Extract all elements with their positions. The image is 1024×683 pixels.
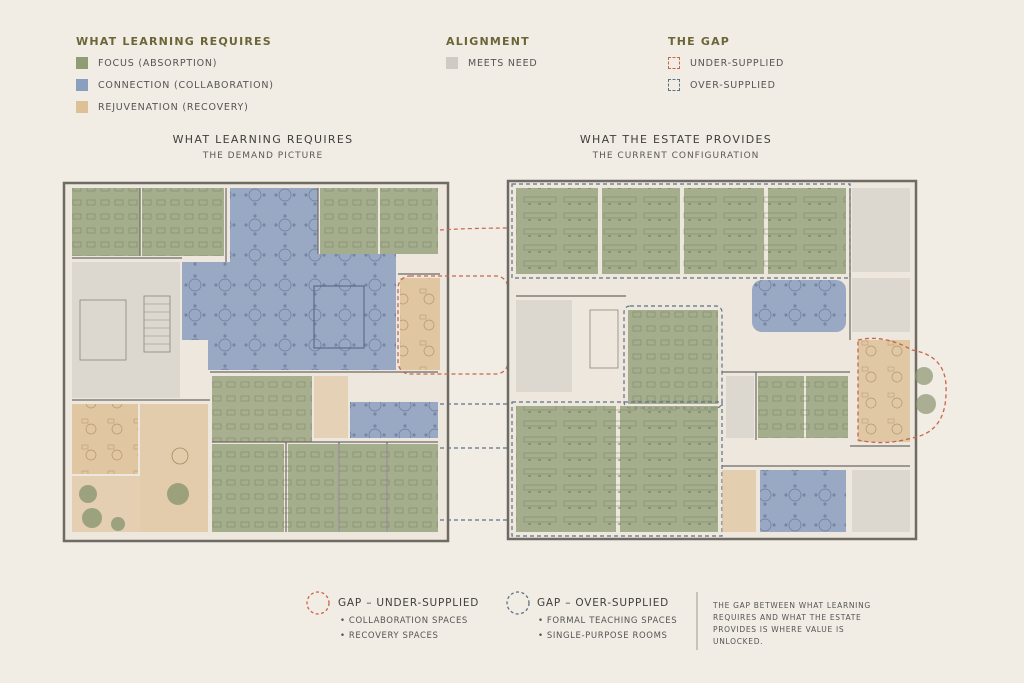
meeting-table bbox=[313, 285, 365, 349]
right-floor-plan bbox=[506, 179, 947, 541]
left-plan-subtitle: THE DEMAND PICTURE bbox=[202, 151, 324, 161]
under-supplied-swatch bbox=[668, 57, 680, 69]
recovery-nook bbox=[722, 470, 756, 532]
legend-label: FOCUS (ABSORPTION) bbox=[98, 57, 218, 69]
legend-item-connection: CONNECTION (COLLABORATION) bbox=[76, 79, 274, 91]
under-supplied-icon bbox=[306, 591, 330, 615]
legend-item-rejuvenation: REJUVENATION (RECOVERY) bbox=[76, 101, 249, 113]
legend-gap-title: THE GAP bbox=[668, 35, 731, 48]
legend-item-meets-need: MEETS NEED bbox=[446, 57, 537, 69]
rejuvenation-swatch bbox=[76, 101, 88, 113]
right-plan-title: WHAT THE ESTATE PROVIDES bbox=[579, 133, 773, 146]
over-supplied-note-title: GAP – OVER-SUPPLIED bbox=[537, 597, 670, 609]
left-plan-title: WHAT LEARNING REQUIRES bbox=[172, 133, 354, 146]
legend-alignment-title: ALIGNMENT bbox=[446, 35, 530, 48]
under-supplied-link bbox=[439, 227, 515, 231]
focus-swatch bbox=[76, 57, 88, 69]
over-supplied-item: SINGLE-PURPOSE ROOMS bbox=[538, 631, 668, 641]
legend-label: MEETS NEED bbox=[468, 57, 538, 69]
service-core bbox=[516, 300, 572, 392]
under-supplied-item: COLLABORATION SPACES bbox=[340, 616, 468, 626]
service-core bbox=[852, 278, 910, 332]
legend-label: CONNECTION (COLLABORATION) bbox=[98, 79, 274, 91]
legend-label: UNDER-SUPPLIED bbox=[690, 57, 785, 69]
recovery-garden bbox=[72, 476, 140, 532]
right-plan-subtitle: THE CURRENT CONFIGURATION bbox=[592, 151, 760, 161]
over-supplied-item: FORMAL TEACHING SPACES bbox=[538, 616, 677, 626]
over-supplied-outline bbox=[623, 305, 723, 409]
recovery-room bbox=[140, 404, 208, 532]
legend-learning-title: WHAT LEARNING REQUIRES bbox=[76, 35, 272, 48]
legend-label: REJUVENATION (RECOVERY) bbox=[98, 101, 249, 113]
under-supplied-note-title: GAP – UNDER-SUPPLIED bbox=[338, 597, 480, 609]
legend-item-under-supplied: UNDER-SUPPLIED bbox=[668, 57, 784, 69]
service-core bbox=[852, 470, 910, 532]
over-supplied-outline bbox=[511, 401, 723, 537]
stair-core bbox=[852, 188, 910, 272]
legend-label: OVER-SUPPLIED bbox=[690, 79, 776, 91]
over-supplied-swatch bbox=[668, 79, 680, 91]
legend-item-over-supplied: OVER-SUPPLIED bbox=[668, 79, 776, 91]
under-supplied-item: RECOVERY SPACES bbox=[340, 631, 438, 641]
summary-caption: THE GAP BETWEEN WHAT LEARNING REQUIRES A… bbox=[713, 601, 871, 646]
over-supplied-icon bbox=[506, 591, 530, 615]
stair-core bbox=[726, 376, 754, 438]
under-supplied-gap-outline bbox=[857, 337, 947, 444]
meets-need-swatch bbox=[446, 57, 458, 69]
legend-item-focus: FOCUS (ABSORPTION) bbox=[76, 57, 217, 69]
left-floor-plan bbox=[62, 181, 516, 543]
recovery-nook bbox=[314, 376, 348, 438]
connection-swatch bbox=[76, 79, 88, 91]
